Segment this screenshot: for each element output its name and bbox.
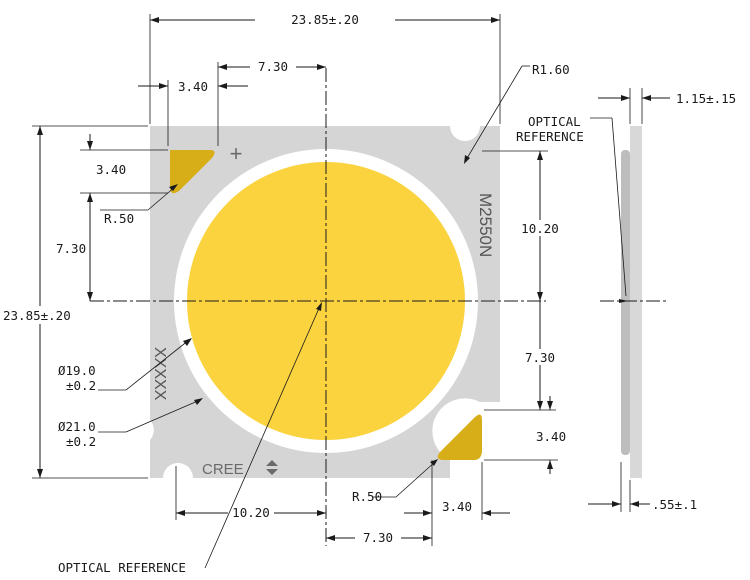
dim-notch-radius: R1.60 xyxy=(532,62,570,77)
anode-pad xyxy=(170,150,215,194)
dim-pad-offset-right: 7.30 xyxy=(525,350,555,365)
lot-code-marking: XXXXX xyxy=(151,347,168,401)
dim-optical-ref-right: 10.20 xyxy=(521,221,559,236)
brand-logo-icon xyxy=(266,460,278,475)
cathode-pad xyxy=(437,414,482,460)
dim-overall-height: 23.85±.20 xyxy=(3,308,71,323)
dim-substrate-thickness: 1.15±.15 xyxy=(676,91,736,106)
dim-pad-width-bottom: 3.40 xyxy=(442,499,472,514)
dim-les-diameter: Ø19.0 xyxy=(58,363,96,378)
side-view-substrate xyxy=(630,126,642,478)
dim-pad-radius-top: R.50 xyxy=(104,211,134,226)
dim-pad-height-right: 3.40 xyxy=(536,429,566,444)
dim-pad-height-left: 3.40 xyxy=(96,162,126,177)
dim-les-tolerance: ±0.2 xyxy=(66,378,96,393)
side-view-emitter xyxy=(621,150,630,455)
dim-optical-ref-bottom: 10.20 xyxy=(232,505,270,520)
dim-outer-tolerance: ±0.2 xyxy=(66,434,96,449)
brand-marking: CREE xyxy=(202,461,244,478)
optical-reference-bottom: OPTICAL REFERENCE xyxy=(58,560,186,575)
dim-overall-width: 23.85±.20 xyxy=(291,12,359,27)
optical-reference-side-line1: OPTICAL xyxy=(528,114,581,129)
dim-pad-width-top: 3.40 xyxy=(178,79,208,94)
plus-mark: + xyxy=(230,141,243,166)
dim-pad-offset-bottom: 7.30 xyxy=(363,530,393,545)
optical-reference-side-line2: REFERENCE xyxy=(516,129,584,144)
dim-pad-offset-top: 7.30 xyxy=(258,59,288,74)
dim-emitter-thickness: .55±.1 xyxy=(652,497,697,512)
part-number-marking: M2550N xyxy=(476,193,495,257)
dim-outer-diameter: Ø21.0 xyxy=(58,419,96,434)
dim-pad-offset-left: 7.30 xyxy=(56,241,86,256)
dim-pad-radius-bottom: R.50 xyxy=(352,489,382,504)
